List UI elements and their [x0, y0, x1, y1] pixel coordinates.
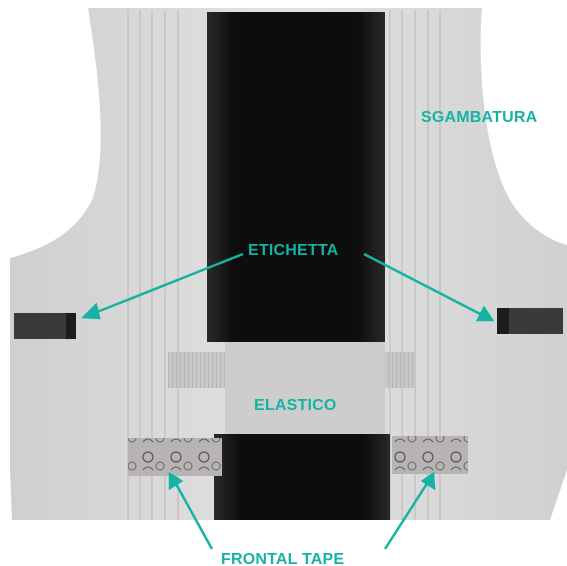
dark-core-lower	[214, 434, 390, 520]
label-patch-right-edge	[497, 308, 509, 334]
frontal-tape-right	[392, 436, 468, 474]
label-patch-left-edge	[66, 313, 76, 339]
dark-core-upper	[207, 12, 385, 342]
frontal-tape-left	[128, 438, 222, 476]
label-etichetta: ETICHETTA	[248, 243, 338, 259]
label-frontal-tape: FRONTAL TAPE	[221, 552, 344, 566]
label-elastico: ELASTICO	[254, 398, 337, 414]
label-sgambatura: SGAMBATURA	[421, 110, 537, 126]
elastic-panel	[225, 342, 385, 434]
